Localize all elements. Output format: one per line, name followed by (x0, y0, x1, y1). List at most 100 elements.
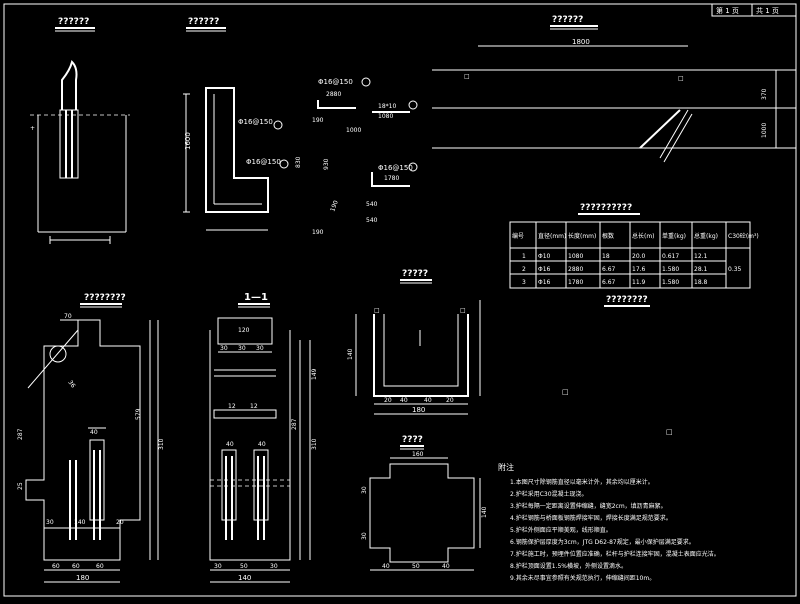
table-cell: 0.35 (728, 266, 742, 273)
svg-text:1780: 1780 (384, 175, 399, 182)
section-detail-drawing: 1600 Φ16@150 Φ16@150 (183, 87, 289, 231)
notes-title: 附注 (498, 462, 514, 472)
svg-text:287: 287 (291, 418, 298, 430)
svg-text:370: 370 (761, 88, 768, 100)
view-title-overview: ?????? (58, 17, 89, 27)
svg-text:30: 30 (270, 563, 278, 570)
table-cell: 6.67 (602, 266, 616, 273)
svg-text:190: 190 (329, 199, 340, 212)
svg-text:140: 140 (74, 519, 86, 526)
svg-text:149: 149 (311, 368, 318, 380)
svg-text:190: 190 (312, 229, 324, 236)
table-cell: 3 (522, 279, 526, 286)
svg-text:180: 180 (76, 574, 89, 582)
rebar-label-5: 18*10 (378, 103, 396, 110)
svg-text:40: 40 (400, 397, 408, 404)
table-header-cell: 根数 (602, 232, 614, 240)
note-item: 6.钢筋保护层厚度为3cm，JTG D62-87规定，最小保护层满足要求。 (510, 538, 695, 546)
table-cell: 1.580 (662, 279, 679, 286)
top-view-drawing: □ □ 140 20 40 40 20 180 (347, 300, 481, 415)
rebar-detail-drawing: Φ16@150 2880 190 1000 18*10 1080 830 930… (295, 77, 418, 236)
overview-drawing: + (30, 60, 130, 244)
note-item: 2.护栏采用C30混凝土现浇。 (510, 490, 588, 498)
view-title-cross-section: ???? (402, 435, 423, 445)
view-title-section-detail: ?????? (188, 17, 219, 27)
svg-text:190: 190 (312, 117, 324, 124)
svg-text:50: 50 (412, 563, 420, 570)
svg-text:12: 12 (228, 403, 236, 410)
table-header-cell: 直径(mm) (538, 232, 566, 240)
rebar-table: 编号直径(mm)长度(mm)根数总长(m)单重(kg)总重(kg)C30砼(m³… (509, 221, 759, 289)
table-header-cell: 单重(kg) (662, 232, 686, 240)
svg-text:30: 30 (256, 345, 264, 352)
svg-text:70: 70 (64, 313, 72, 320)
svg-text:1800: 1800 (572, 38, 590, 46)
svg-text:40: 40 (424, 397, 432, 404)
rebar-label-2: Φ16@150 (238, 118, 273, 126)
table-cell: 1780 (568, 279, 583, 286)
view-title-top-view: ????? (402, 269, 428, 279)
svg-text:36: 36 (66, 379, 76, 389)
table-cell: 0.617 (662, 253, 679, 260)
table-cell: 20.0 (632, 253, 646, 260)
table-cell: Φ10 (538, 253, 551, 260)
view-title-section-1-1: 1—1 (244, 292, 268, 303)
table-cell: Φ16 (538, 279, 551, 286)
notes-list: 1.本图尺寸除钢筋直径以毫米计外，其余均以厘米计。2.护栏采用C30混凝土现浇。… (510, 478, 720, 582)
svg-text:□: □ (678, 75, 684, 82)
svg-text:1080: 1080 (378, 113, 393, 120)
svg-text:120: 120 (238, 327, 250, 334)
svg-text:1000: 1000 (761, 123, 768, 138)
svg-text:140: 140 (481, 506, 488, 518)
note-item: 7.护栏施工时，预埋件位置应准确，栏杆与护栏连接牢固，混凝土表面应光洁。 (510, 550, 720, 558)
sheet-total: 共 1 页 (756, 6, 779, 15)
table-cell: 28.1 (694, 266, 708, 273)
svg-text:40: 40 (442, 563, 450, 570)
svg-text:25: 25 (17, 482, 24, 490)
table-header-cell: 总长(m) (632, 232, 655, 240)
svg-text:287: 287 (17, 428, 24, 440)
table-header-cell: 总重(kg) (694, 232, 718, 240)
view-title-notes: ???????? (606, 295, 648, 305)
svg-text:□: □ (460, 307, 466, 314)
title-block (711, 3, 797, 17)
svg-text:40: 40 (226, 441, 234, 448)
svg-text:60: 60 (52, 563, 60, 570)
table-cell: 1080 (568, 253, 583, 260)
elevation-drawing: 1800 370 1000 □ □ (432, 38, 796, 163)
table-cell: 18 (602, 253, 610, 260)
table-cell: 6.67 (602, 279, 616, 286)
svg-text:+: + (30, 125, 35, 132)
sheet-number: 第 1 页 (716, 6, 739, 15)
svg-text:60: 60 (96, 563, 104, 570)
table-cell: Φ16 (538, 266, 551, 273)
svg-text:□: □ (666, 428, 673, 436)
svg-text:140: 140 (238, 574, 251, 582)
svg-text:30: 30 (361, 486, 368, 494)
svg-text:30: 30 (220, 345, 228, 352)
svg-text:50: 50 (240, 563, 248, 570)
svg-text:12: 12 (250, 403, 258, 410)
table-cell: 1 (522, 253, 526, 260)
svg-text:540: 540 (366, 201, 378, 208)
svg-text:180: 180 (412, 406, 425, 414)
svg-text:930: 930 (323, 158, 330, 170)
table-header-cell: 编号 (512, 232, 524, 240)
svg-text:160: 160 (412, 451, 424, 458)
table-cell: 2880 (568, 266, 583, 273)
svg-text:310: 310 (158, 438, 165, 450)
svg-text:310: 310 (311, 438, 318, 450)
table-header-cell: C30砼(m³) (728, 232, 759, 240)
view-title-bottom-left: ???????? (84, 293, 126, 303)
note-item: 5.护栏外侧面应平顺美观，线形顺直。 (510, 526, 612, 534)
svg-text:1600: 1600 (184, 132, 192, 150)
svg-text:30: 30 (214, 563, 222, 570)
table-cell: 11.9 (632, 279, 646, 286)
svg-text:40: 40 (90, 429, 98, 436)
svg-text:□: □ (374, 307, 380, 314)
rebar-label-4: Φ16@150 (378, 164, 413, 172)
barrier-section-drawing: 70 36 40 579 310 287 25 140 30 20 60 60 … (17, 313, 165, 583)
table-cell: 12.1 (694, 253, 708, 260)
